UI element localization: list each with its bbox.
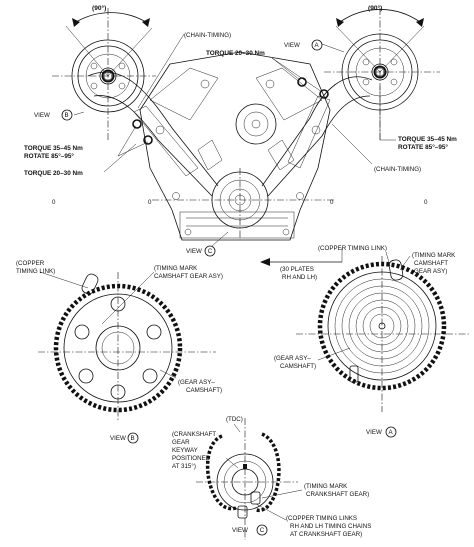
view-a-circle-bottom bbox=[385, 426, 397, 438]
torque-left-line1: TORQUE 35–45 Nm bbox=[24, 145, 83, 152]
angle-arcs bbox=[65, 9, 425, 77]
view-c-label-bottom: VIEW bbox=[232, 527, 248, 534]
torque-label-top: TORQUE 20–30 Nm bbox=[206, 50, 265, 57]
view-c-circle-bottom bbox=[256, 524, 268, 536]
view-a-leader-gear bbox=[317, 347, 351, 361]
view-b-label-left: VIEW bbox=[34, 112, 50, 119]
copper-link-label-right: (COPPER TIMING LINK) bbox=[318, 245, 387, 252]
engine-block bbox=[139, 51, 331, 241]
view-c-circle-mid bbox=[204, 245, 216, 257]
view-a-label-bottom: VIEW bbox=[366, 429, 382, 436]
view-b-letter-left: B bbox=[65, 112, 69, 119]
torque-left-line2: ROTATE 85°–95° bbox=[24, 152, 74, 160]
view-a-letter-bottom: A bbox=[389, 429, 394, 436]
mark-crank-line2: CRANKSHAFT GEAR) bbox=[306, 491, 369, 498]
chain-timing-label-right: (CHAIN-TIMING) bbox=[374, 166, 421, 173]
view-c-leader-keyway bbox=[225, 457, 239, 469]
gear-asy-right-line1: (GEAR ASY– bbox=[274, 355, 311, 362]
view-c-leader-copper bbox=[255, 503, 287, 521]
view-c-leader-tdc bbox=[233, 423, 241, 433]
angle-label-right: (90°) bbox=[368, 4, 382, 12]
view-a-leader-mark bbox=[399, 255, 411, 271]
view-b-leader-gear bbox=[159, 369, 177, 379]
mark-cam-left-line2: CAMSHAFT GEAR ASY) bbox=[154, 273, 223, 280]
view-b-leader-mark bbox=[101, 271, 155, 325]
view-b-circle-left bbox=[61, 109, 73, 121]
zero-label-mid-left: 0 bbox=[148, 199, 152, 206]
mark-crank-line1: (TIMING MARK bbox=[304, 483, 348, 490]
crank-label-line2: GEAR bbox=[172, 439, 190, 446]
view-b-label-bottom: VIEW bbox=[110, 435, 126, 442]
mark-cam-left-line1: (TIMING MARK bbox=[154, 265, 198, 272]
zero-label-left: 0 bbox=[52, 199, 56, 206]
plates-label-line1: (30 PLATES bbox=[280, 266, 314, 273]
view-c-label-mid: VIEW bbox=[186, 248, 202, 255]
view-c-letter-bottom: C bbox=[260, 527, 265, 534]
view-b-leader-copper bbox=[39, 271, 89, 289]
zero-label-right: 0 bbox=[424, 199, 428, 206]
view-c-leader-mark bbox=[261, 489, 303, 499]
copper-link-left-line2: TIMING LINK) bbox=[16, 268, 55, 275]
view-a-circle-top bbox=[311, 39, 323, 51]
chain-timing-label-top: (CHAIN-TIMING) bbox=[184, 32, 231, 39]
plates-arrow bbox=[260, 248, 343, 266]
copper-links-line3: AT CRANKSHAFT GEAR) bbox=[290, 531, 362, 538]
plates-label-line2: RH AND LH) bbox=[282, 274, 317, 281]
tdc-label: (TDC) bbox=[226, 416, 243, 423]
copper-link-left-line1: (COPPER bbox=[16, 260, 45, 267]
mark-cam-right-line3: GEAR ASY) bbox=[414, 268, 447, 275]
copper-links-line1: (COPPER TIMING LINKS bbox=[286, 515, 357, 522]
crank-label-line3: KEYWAY bbox=[172, 447, 198, 454]
leader-lines-top bbox=[73, 33, 396, 247]
torque-right-line1: TORQUE 35–45 Nm bbox=[398, 136, 457, 143]
view-a-label-top: VIEW bbox=[284, 42, 300, 49]
mark-cam-right-line1: (TIMING MARK bbox=[412, 252, 456, 259]
bolt-markers bbox=[101, 65, 387, 145]
view-b-circle-bottom bbox=[127, 432, 139, 444]
angle-label-left: (90°) bbox=[92, 4, 106, 12]
view-c-letter-mid: C bbox=[208, 248, 213, 255]
torque-left-line3: TORQUE 20–30 Nm bbox=[24, 170, 83, 177]
gear-asy-right-line2: CAMSHAFT) bbox=[280, 363, 316, 370]
centerlines-top bbox=[52, 8, 440, 240]
crank-label-line5: AT 315°) bbox=[172, 463, 196, 470]
center-pulley bbox=[235, 103, 277, 145]
gear-asy-left-line2: CAMSHAFT) bbox=[186, 387, 222, 394]
view-b-letter-bottom: B bbox=[131, 435, 135, 442]
view-a-leader-copper bbox=[385, 251, 391, 267]
torque-right-line2: ROTATE 85°–95° bbox=[398, 143, 448, 151]
mark-cam-right-line2: CAMSHAFT bbox=[414, 260, 448, 267]
zero-label-mid-right: 0 bbox=[330, 199, 334, 206]
view-a-letter-top: A bbox=[315, 42, 320, 49]
copper-links-line2: RH AND LH TIMING CHAINS bbox=[290, 523, 371, 530]
crank-label-line1: (CRANKSHAFT bbox=[172, 431, 216, 438]
view-c-crank-sprocket bbox=[205, 432, 281, 519]
crank-label-line4: POSITIONED bbox=[172, 455, 211, 462]
right-timing-chain-top bbox=[261, 76, 373, 197]
gear-asy-left-line1: (GEAR ASY– bbox=[178, 379, 215, 386]
